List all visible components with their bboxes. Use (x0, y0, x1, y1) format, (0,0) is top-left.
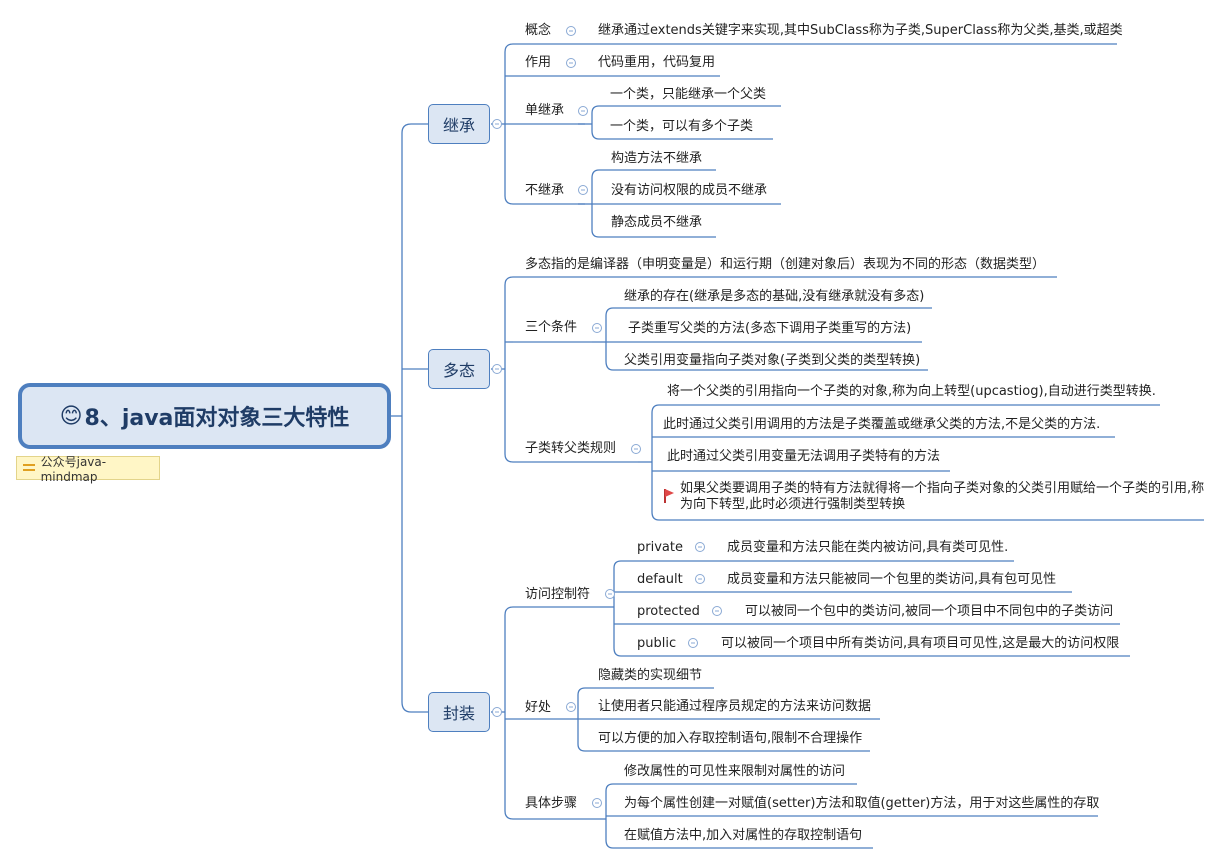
polymorphism-condition-item[interactable]: 父类引用变量指向子类对象(子类到父类的类型转换) (624, 353, 921, 368)
access-modifier-name[interactable]: default (637, 572, 683, 587)
inheritance-concept-text[interactable]: 继承通过extends关键字来实现,其中SubClass称为子类,SuperCl… (598, 23, 1123, 38)
note-text: 公众号java-mindmap (40, 454, 107, 484)
inheritance-single-item[interactable]: 一个类，可以有多个子类 (610, 119, 754, 134)
encapsulation-benefit-item[interactable]: 隐藏类的实现细节 (598, 668, 703, 683)
inheritance-single-label[interactable]: 单继承 (525, 103, 565, 118)
topic-encapsulation[interactable]: 封装 (428, 692, 490, 732)
topic-inheritance[interactable]: 继承 (428, 104, 490, 144)
polymorphism-rule-item[interactable]: 此时通过父类引用变量无法调用子类特有的方法 (667, 449, 941, 464)
inheritance-concept-label[interactable]: 概念 (525, 23, 552, 38)
access-modifier-desc[interactable]: 可以被同一个包中的类访问,被同一个项目中不同包中的子类访问 (745, 604, 1114, 619)
encapsulation-benefits-label[interactable]: 好处 (525, 700, 552, 715)
polymorphism-definition[interactable]: 多态指的是编译器（申明变量是）和运行期（创建对象后）表现为不同的形态（数据类型） (525, 257, 1046, 272)
root-topic[interactable]: 😊 8、java面对对象三大特性 (18, 383, 391, 449)
encapsulation-steps-label[interactable]: 具体步骤 (525, 796, 578, 811)
encapsulation-step-item[interactable]: 在赋值方法中,加入对属性的存取控制语句 (624, 828, 863, 843)
encapsulation-benefit-item[interactable]: 让使用者只能通过程序员规定的方法来访问数据 (598, 699, 872, 714)
inheritance-single-item[interactable]: 一个类，只能继承一个父类 (610, 87, 767, 102)
note-label[interactable]: 公众号java-mindmap (16, 455, 160, 484)
polymorphism-rule-item[interactable]: 此时通过父类引用调用的方法是子类覆盖或继承父类的方法,不是父类的方法. (663, 417, 1101, 432)
inheritance-not-inherited-item[interactable]: 静态成员不继承 (611, 215, 703, 230)
encapsulation-benefit-item[interactable]: 可以方便的加入存取控制语句,限制不合理操作 (598, 731, 863, 746)
access-modifier-name[interactable]: private (637, 540, 683, 555)
topic-inheritance-label: 继承 (442, 116, 475, 135)
inheritance-purpose-text[interactable]: 代码重用，代码复用 (598, 55, 716, 70)
encapsulation-step-item[interactable]: 修改属性的可见性来限制对属性的访问 (624, 764, 846, 779)
red-flag-icon (664, 489, 676, 503)
access-modifier-name[interactable]: protected (637, 604, 700, 619)
inheritance-not-inherited-item[interactable]: 没有访问权限的成员不继承 (611, 183, 768, 198)
access-modifier-desc[interactable]: 成员变量和方法只能在类内被访问,具有类可见性. (727, 540, 1009, 555)
encapsulation-step-item[interactable]: 为每个属性创建一对赋值(setter)方法和取值(getter)方法，用于对这些… (624, 796, 1100, 811)
smile-emoji-icon: 😊 (59, 403, 83, 429)
polymorphism-rule-item[interactable]: 如果父类要调用子类的特有方法就得将一个指向子类对象的父类引用赋给一个子类的引用,… (680, 481, 1205, 512)
polymorphism-condition-item[interactable]: 子类重写父类的方法(多态下调用子类重写的方法) (628, 321, 912, 336)
access-modifier-name[interactable]: public (637, 636, 677, 651)
root-title: 8、java面对对象三大特性 (84, 406, 350, 431)
polymorphism-rule-item[interactable]: 将一个父类的引用指向一个子类的对象,称为向上转型(upcastiog),自动进行… (667, 384, 1156, 399)
topic-polymorphism[interactable]: 多态 (428, 349, 490, 389)
polymorphism-conditions-label[interactable]: 三个条件 (525, 320, 578, 335)
polymorphism-rules-label[interactable]: 子类转父类规则 (525, 441, 617, 456)
encapsulation-access-label[interactable]: 访问控制符 (525, 587, 591, 602)
note-icon (23, 463, 35, 473)
topic-encapsulation-label: 封装 (442, 704, 475, 723)
inheritance-not-inherited-item[interactable]: 构造方法不继承 (611, 151, 703, 166)
access-modifier-desc[interactable]: 可以被同一个项目中所有类访问,具有项目可见性,这是最大的访问权限 (721, 636, 1120, 651)
inheritance-not-inherited-label[interactable]: 不继承 (525, 183, 565, 198)
topic-polymorphism-label: 多态 (442, 361, 475, 380)
access-modifier-desc[interactable]: 成员变量和方法只能被同一个包里的类访问,具有包可见性 (727, 572, 1057, 587)
inheritance-purpose-label[interactable]: 作用 (525, 55, 552, 70)
polymorphism-condition-item[interactable]: 继承的存在(继承是多态的基础,没有继承就没有多态) (624, 289, 925, 304)
